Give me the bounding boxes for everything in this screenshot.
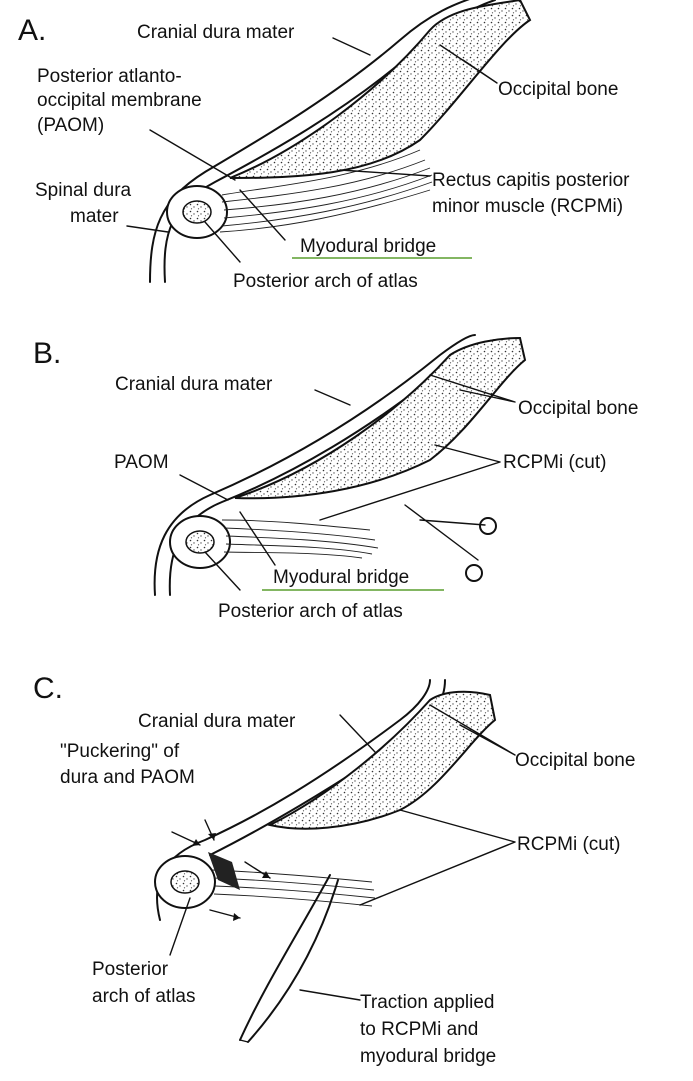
panel-a-label-rcpmi-1: Rectus capitis posterior — [432, 170, 630, 191]
panel-c-label-puckering-1: "Puckering" of — [60, 741, 180, 762]
panel-c-label-posterior-arch-2: arch of atlas — [92, 986, 196, 1007]
panel-b-label-rcpmi-cut: RCPMi (cut) — [503, 452, 606, 473]
panel-c-label-occipital-bone: Occipital bone — [515, 750, 635, 771]
panel-b-atlas-core — [186, 531, 214, 553]
panel-a-label-paom-1: Posterior atlanto- — [37, 66, 182, 87]
panel-c-leader-traction — [300, 990, 360, 1000]
panel-b-label-posterior-arch: Posterior arch of atlas — [218, 601, 403, 622]
panel-b-label-myodural-bridge: Myodural bridge — [273, 567, 409, 588]
panel-b-leader-paom — [180, 475, 228, 500]
panel-a-leader-paom — [150, 130, 235, 180]
panel-a-leader-arch — [205, 222, 240, 262]
panel-a-label-rcpmi-2: minor muscle (RCPMi) — [432, 196, 623, 217]
panel-a: A. Cranial dura mater Posterior — [18, 0, 630, 292]
panel-a-label-occipital-bone: Occipital bone — [498, 79, 618, 100]
panel-b-rcpmi-stump — [222, 520, 378, 558]
panel-a-label-posterior-arch: Posterior arch of atlas — [233, 271, 418, 292]
panel-c-letter: C. — [33, 672, 63, 705]
panel-a-label-cranial-dura: Cranial dura mater — [137, 22, 295, 43]
panel-b-leader-bridge — [240, 512, 275, 565]
panel-c-label-traction-1: Traction applied — [360, 992, 494, 1013]
panel-b-leader-cranial — [315, 390, 350, 405]
panel-a-label-paom-3: (PAOM) — [37, 115, 104, 136]
panel-a-leader-spinal — [127, 226, 168, 232]
panel-c-occipital-bone-shape — [270, 692, 495, 829]
panel-b-scissors-icon — [405, 505, 496, 581]
panel-b-label-cranial-dura: Cranial dura mater — [115, 374, 273, 395]
panel-c-label-traction-2: to RCPMi and — [360, 1019, 478, 1040]
panel-c-leader-cranial — [340, 715, 375, 752]
panel-b: B. Crania — [33, 335, 638, 622]
panel-a-atlas-core — [183, 201, 211, 223]
panel-c-label-traction-3: myodural bridge — [360, 1046, 496, 1067]
panel-a-leader-cranial — [333, 38, 370, 55]
panel-b-occipital-bone-shape — [235, 338, 525, 498]
panel-c-label-cranial-dura: Cranial dura mater — [138, 711, 296, 732]
panel-c-anatomy — [155, 680, 495, 1042]
panel-a-label-spinal-dura-1: Spinal dura — [35, 180, 132, 201]
panel-c-atlas-core — [171, 871, 199, 893]
panel-c: C. — [33, 672, 635, 1067]
panel-a-label-paom-2: occipital membrane — [37, 90, 202, 111]
panel-c-label-posterior-arch-1: Posterior — [92, 959, 169, 980]
panel-b-letter: B. — [33, 337, 61, 370]
panel-c-forceps-icon — [240, 875, 338, 1042]
panel-b-label-paom: PAOM — [114, 452, 169, 473]
panel-b-label-occipital-bone: Occipital bone — [518, 398, 638, 419]
panel-c-label-rcpmi-cut: RCPMi (cut) — [517, 834, 620, 855]
panel-a-label-myodural-bridge: Myodural bridge — [300, 236, 436, 257]
panel-c-label-puckering-2: dura and PAOM — [60, 767, 195, 788]
panel-a-letter: A. — [18, 14, 46, 47]
panel-c-leader-rcpmi — [360, 810, 515, 905]
panel-a-label-spinal-dura-2: mater — [70, 206, 119, 227]
